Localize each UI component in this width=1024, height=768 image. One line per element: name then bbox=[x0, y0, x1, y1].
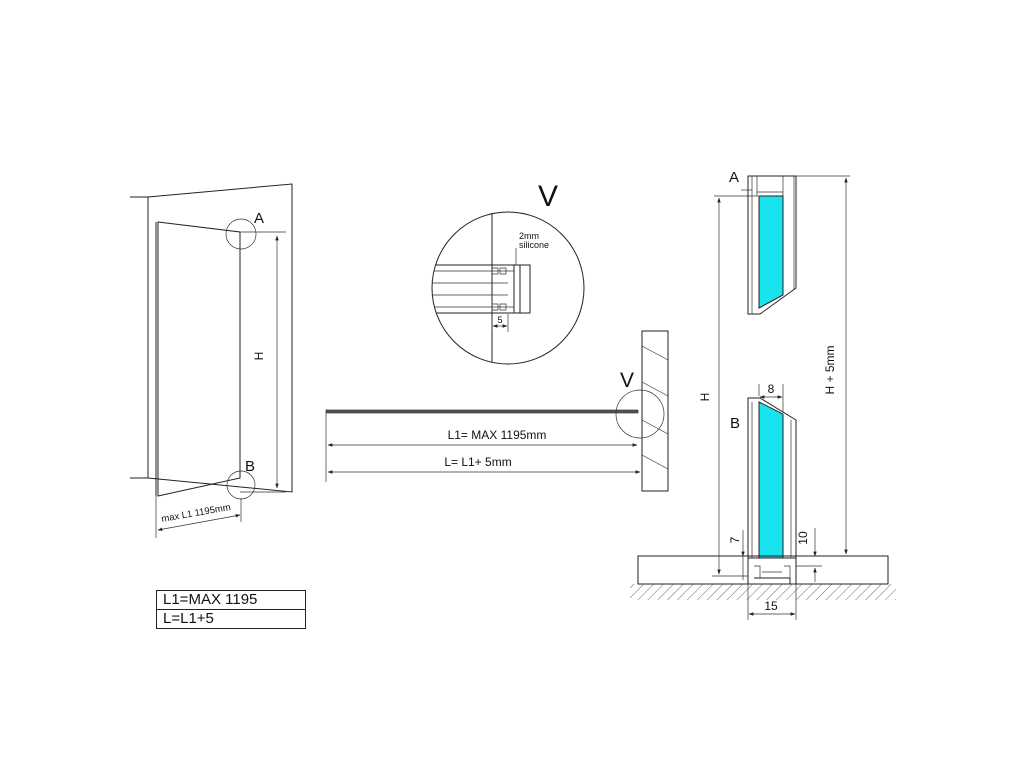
profile-outer bbox=[432, 264, 531, 314]
glass-bottom bbox=[758, 401, 784, 559]
profile-seals-2 bbox=[499, 267, 507, 311]
wall-hatch bbox=[641, 345, 669, 470]
glass-panel-plan bbox=[325, 409, 639, 414]
left-view: H A B max L1 1195mm bbox=[130, 183, 293, 538]
plan-view: V L1= MAX 1195mm L= L1+ 5mm bbox=[325, 330, 669, 492]
marker-a-label: A bbox=[254, 210, 264, 227]
detail-circle-a bbox=[225, 218, 257, 250]
wall-outline bbox=[130, 183, 293, 493]
legend-row-l: L=L1+5 bbox=[157, 609, 305, 628]
section-view: A B 8 H H + 5mm 7 10 bbox=[630, 169, 896, 620]
floor-hatch bbox=[630, 584, 896, 600]
profile-seals bbox=[491, 267, 499, 311]
floor-channel bbox=[747, 558, 797, 584]
glass-panel bbox=[157, 221, 241, 497]
detail-v-circle bbox=[431, 211, 585, 365]
dimension-legend-table: L1=MAX 1195 L=L1+5 bbox=[156, 590, 306, 629]
detail-circle-b bbox=[226, 470, 256, 500]
floor-slab bbox=[637, 555, 889, 585]
top-profile-inner bbox=[751, 176, 795, 314]
profile-inner-lines bbox=[432, 270, 514, 308]
top-profile bbox=[747, 175, 797, 315]
dim-8-label: 8 bbox=[768, 382, 775, 396]
dimension-width bbox=[157, 514, 241, 531]
dim-7-label: 7 bbox=[728, 536, 742, 543]
glass-top bbox=[758, 195, 784, 309]
section-marker-b: B bbox=[730, 415, 740, 432]
dim-10-label: 10 bbox=[796, 531, 810, 545]
dimension-width-label: max L1 1195mm bbox=[161, 502, 232, 525]
profile-wall-channel bbox=[513, 265, 521, 313]
dim-15-label: 15 bbox=[764, 599, 778, 613]
bottom-profile bbox=[747, 397, 797, 559]
floor-channel-detail bbox=[754, 565, 791, 578]
silicone-note-line1: 2mm bbox=[519, 231, 539, 241]
top-channel bbox=[756, 176, 784, 196]
silicone-note-line2: silicone bbox=[519, 240, 549, 250]
dimension-total-label: H + 5mm bbox=[823, 345, 837, 394]
legend-row-l1: L1=MAX 1195 bbox=[163, 591, 258, 608]
marker-v-label: V bbox=[620, 369, 634, 392]
dimension-l-label: L= L1+ 5mm bbox=[444, 455, 511, 469]
detail-v-title: V bbox=[538, 180, 558, 213]
detail-v: V 2mm silicone 5 bbox=[431, 180, 585, 365]
section-marker-a: A bbox=[729, 169, 739, 186]
dimension-h-section-label: H bbox=[698, 393, 712, 402]
dimension-l1-label: L1= MAX 1195mm bbox=[448, 428, 547, 442]
dim-5-label: 5 bbox=[497, 315, 502, 325]
marker-b-label: B bbox=[245, 458, 255, 475]
detail-circle-v bbox=[615, 389, 665, 439]
dimension-h-label: H bbox=[252, 352, 266, 361]
bottom-profile-inner bbox=[751, 402, 792, 558]
